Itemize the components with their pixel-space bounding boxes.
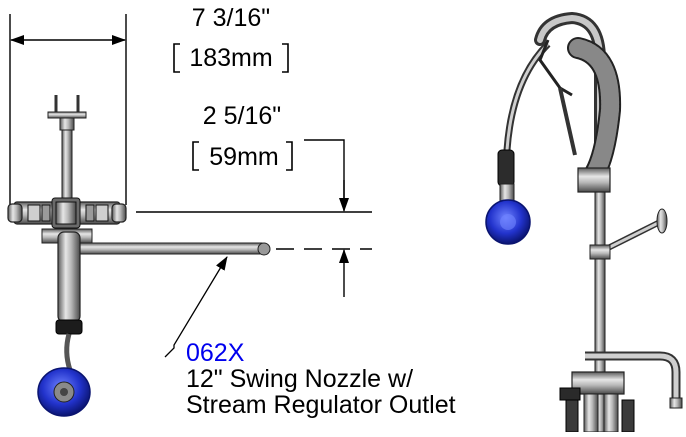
height-metric-label: 59mm (209, 143, 278, 171)
riser-pole (61, 129, 73, 203)
callout-description-line-1: 12" Swing Nozzle w/ (186, 365, 413, 393)
bracket-right-icon (286, 141, 293, 171)
callout: 062X 12" Swing Nozzle w/ Stream Regulato… (164, 256, 456, 419)
swing-nozzle (59, 242, 263, 255)
width-dimension: 7 3/16" 183mm (9, 4, 289, 205)
bracket-left-icon (192, 141, 199, 171)
leader-line (304, 139, 345, 210)
handle-right-icon (111, 203, 127, 223)
isometric-view-faucet (485, 11, 683, 433)
nozzle-outlet (257, 242, 271, 256)
front-view-faucet (7, 95, 271, 417)
width-metric-label: 183mm (189, 44, 272, 72)
height-dimension: 2 5/16" 59mm (136, 102, 372, 297)
width-imperial-label: 7 3/16" (192, 4, 270, 32)
callout-leader (164, 256, 228, 358)
callout-description-line-2: Stream Regulator Outlet (186, 391, 456, 419)
height-imperial-label: 2 5/16" (203, 102, 281, 130)
bracket-right-icon (282, 43, 289, 73)
part-number: 062X (186, 339, 245, 367)
bracket-left-icon (173, 43, 180, 73)
handle-left-icon (7, 203, 23, 223)
